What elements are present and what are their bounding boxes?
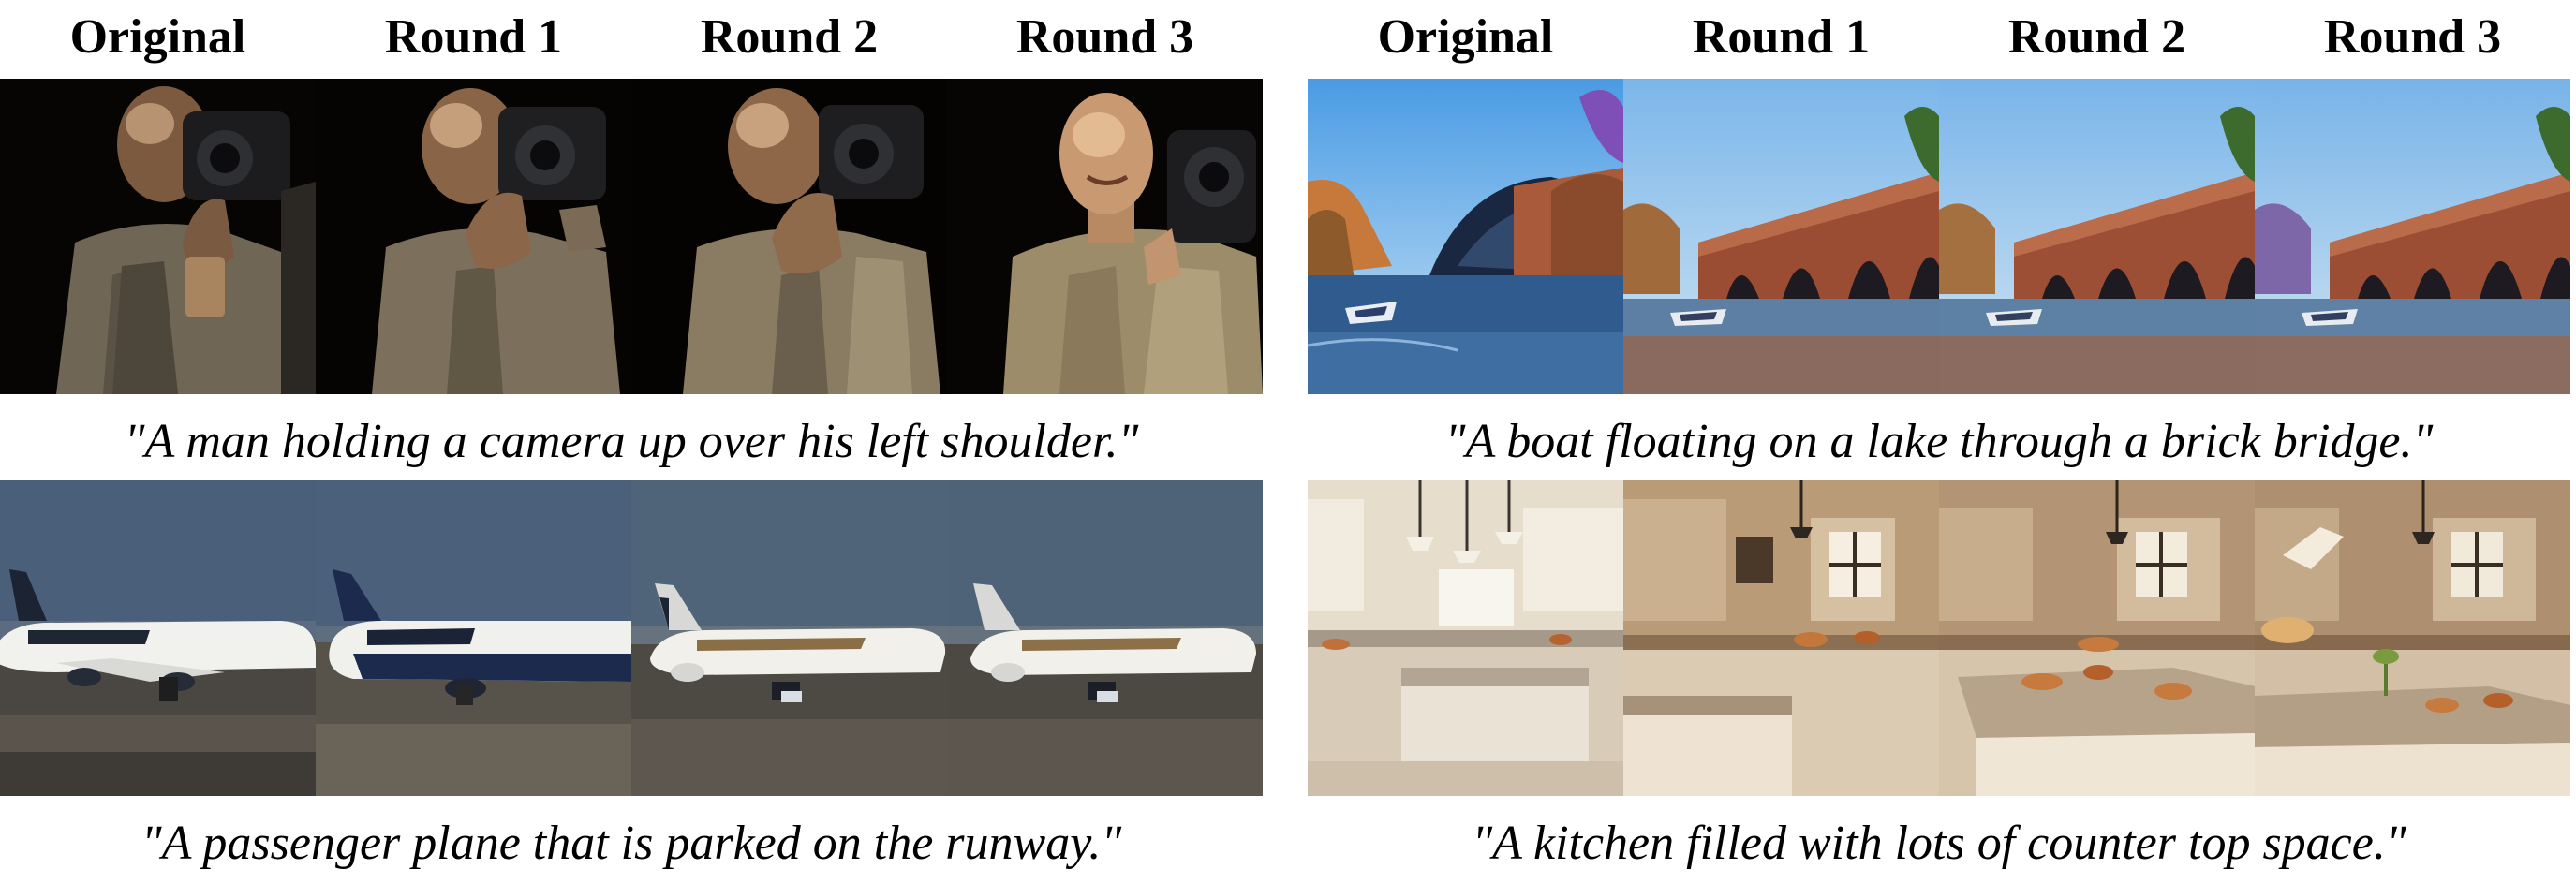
man-camera-round-3-image: [947, 79, 1263, 394]
plane-original-image: [0, 480, 316, 796]
plane-image-row: [0, 480, 1263, 796]
kitchen-round-2-image: [1939, 480, 2255, 796]
left-panel: Original Round 1 Round 2 Round 3: [0, 0, 1263, 884]
boat-bridge-round-1-image: [1623, 79, 1939, 394]
caption-boat-bridge: "A boat floating on a lake through a bri…: [1444, 415, 2434, 468]
header-round-1: Round 1: [384, 10, 563, 64]
plane-round-2-image: [631, 480, 947, 796]
right-panel: Original Round 1 Round 2 Round 3: [1308, 0, 2570, 884]
header-round-2: Round 2: [2007, 10, 2186, 64]
boat-bridge-round-3-image: [2255, 79, 2570, 394]
kitchen-original-image: [1308, 480, 1623, 796]
man-camera-image-row: [0, 79, 1263, 394]
caption-plane: "A passenger plane that is parked on the…: [141, 817, 1122, 870]
kitchen-round-3-image: [2255, 480, 2570, 796]
header-original: Original: [69, 10, 246, 64]
header-round-1: Round 1: [1692, 10, 1871, 64]
header-round-2: Round 2: [700, 10, 879, 64]
header-original: Original: [1377, 10, 1554, 64]
boat-bridge-round-2-image: [1939, 79, 2255, 394]
header-round-3: Round 3: [2323, 10, 2502, 64]
kitchen-image-row: [1308, 480, 2570, 796]
column-headers: Original Round 1 Round 2 Round 3: [0, 0, 1263, 79]
man-camera-original-image: [0, 79, 316, 394]
man-camera-round-2-image: [631, 79, 947, 394]
header-round-3: Round 3: [1015, 10, 1194, 64]
plane-round-3-image: [947, 480, 1263, 796]
caption-man-camera: "A man holding a camera up over his left…: [124, 415, 1139, 468]
plane-round-1-image: [316, 480, 631, 796]
boat-bridge-image-row: [1308, 79, 2570, 394]
column-headers: Original Round 1 Round 2 Round 3: [1308, 0, 2570, 79]
man-camera-round-1-image: [316, 79, 631, 394]
kitchen-round-1-image: [1623, 480, 1939, 796]
boat-bridge-original-image: [1308, 79, 1623, 394]
caption-kitchen: "A kitchen filled with lots of counter t…: [1472, 817, 2406, 870]
